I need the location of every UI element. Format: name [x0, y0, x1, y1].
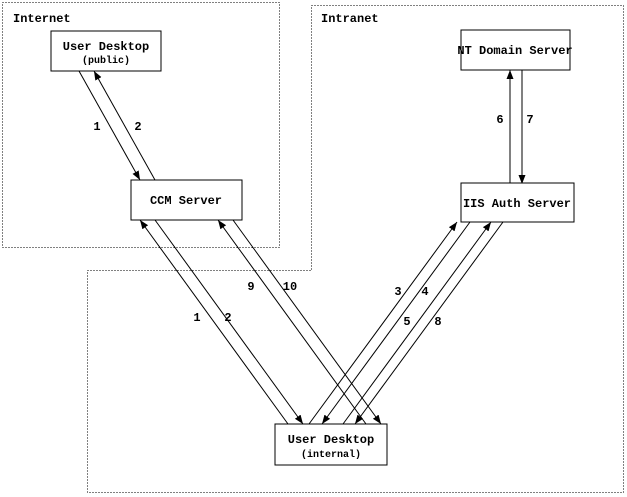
edge-label-6: 6 — [496, 113, 503, 127]
edge-4-iis_auth_server-to-user_desktop_internal — [321, 221, 471, 425]
zone-intranet-label: Intranet — [321, 12, 379, 26]
edge-10-ccm_server-to-user_desktop_internal — [232, 219, 382, 425]
node-iis-auth-server-box — [460, 182, 575, 223]
node-user-desktop-public-title: User Desktop — [63, 40, 149, 54]
node-user-desktop-internal-title: User Desktop — [288, 433, 374, 447]
node-user-desktop-public: User Desktop (public) — [50, 30, 162, 72]
edge-1-user_desktop_internal-to-ccm_server — [139, 219, 289, 425]
edge-label-10: 10 — [283, 280, 297, 294]
node-ccm-server-title: CCM Server — [150, 194, 222, 208]
edge-label-1: 1 — [193, 311, 200, 325]
edge-2-ccm_server-to-user_desktop_internal — [154, 219, 304, 425]
node-ccm-server: CCM Server — [130, 179, 243, 221]
edges-layer: 1 2 1 2 9 10 3 4 5 8 6 7 — [78, 70, 534, 425]
edge-label-3: 3 — [394, 285, 401, 299]
edge-label-5: 5 — [403, 315, 410, 329]
zone-intranet-boundary — [87, 5, 624, 493]
edge-label-9: 9 — [247, 280, 254, 294]
node-user-desktop-internal-box — [274, 423, 388, 466]
edge-label-2: 2 — [134, 120, 141, 134]
node-iis-auth-server: IIS Auth Server — [460, 182, 575, 223]
edge-8-iis_auth_server-to-user_desktop_internal — [354, 221, 504, 425]
edge-1-user_desktop_public-to-ccm_server — [78, 70, 141, 181]
edge-5-user_desktop_internal-to-iis_auth_server — [342, 221, 492, 425]
edge-3-user_desktop_internal-to-iis_auth_server — [308, 221, 458, 425]
edge-label-7: 7 — [526, 113, 533, 127]
zone-internet-label: Internet — [13, 12, 71, 26]
edge-label-4: 4 — [421, 285, 428, 299]
edge-label-8: 8 — [434, 315, 441, 329]
edge-9-user_desktop_internal-to-ccm_server — [217, 219, 367, 425]
edge-label-2: 2 — [224, 311, 231, 325]
edge-label-1: 1 — [93, 120, 100, 134]
node-user-desktop-internal-subtitle: (internal) — [301, 449, 361, 461]
zone-internet-boundary — [2, 2, 280, 248]
edge-2-ccm_server-to-user_desktop_public — [93, 70, 156, 181]
node-ccm-server-box — [130, 179, 243, 221]
node-nt-domain-server: NT Domain Server — [457, 29, 573, 71]
node-user-desktop-internal: User Desktop (internal) — [274, 423, 388, 466]
node-nt-domain-server-title: NT Domain Server — [457, 44, 572, 58]
node-user-desktop-public-box — [50, 30, 162, 72]
node-user-desktop-public-subtitle: (public) — [82, 55, 130, 67]
node-iis-auth-server-title: IIS Auth Server — [463, 197, 571, 211]
node-nt-domain-server-box — [460, 29, 571, 71]
